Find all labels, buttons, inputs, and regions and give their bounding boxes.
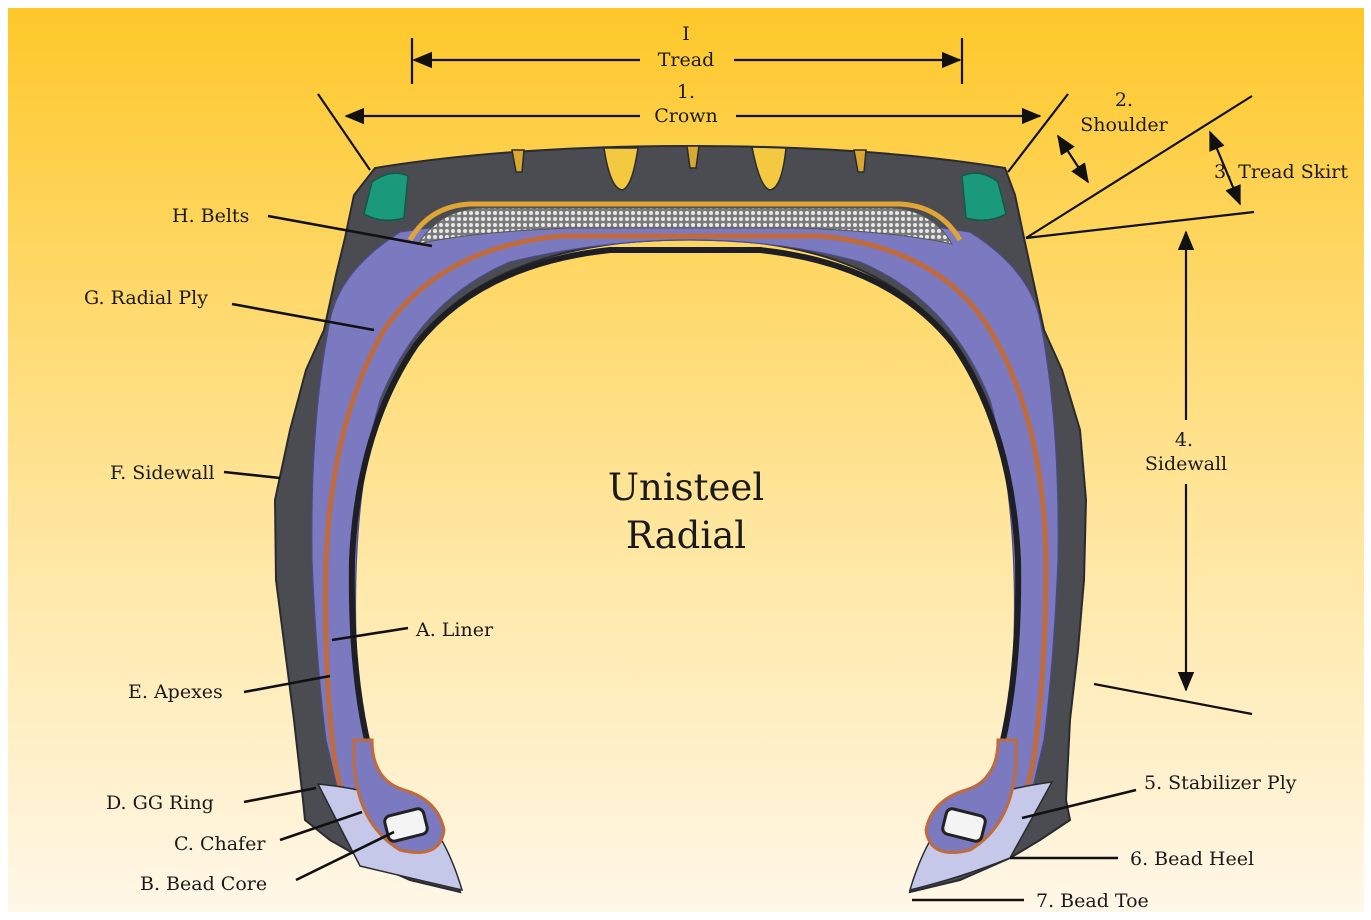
shoulder-label: Shoulder [1080, 114, 1168, 136]
belts-label: H. Belts [172, 205, 249, 227]
liner-label: A. Liner [415, 619, 494, 641]
chafer-label: C. Chafer [174, 833, 266, 855]
bead-toe-label: 7. Bead Toe [1036, 890, 1149, 912]
diagram-title-line1: Unisteel [608, 466, 764, 509]
crown-label: Crown [654, 105, 718, 127]
sidewall-numeral: 4. [1175, 429, 1193, 451]
bead-heel-label: 6. Bead Heel [1130, 848, 1254, 870]
gg-ring-label: D. GG Ring [106, 792, 214, 814]
shoulder-numeral: 2. [1115, 89, 1133, 111]
sidewall-dimension-label: Sidewall [1145, 453, 1227, 475]
sidewall-label: F. Sidewall [110, 462, 215, 484]
stabilizer-ply-label: 5. Stabilizer Ply [1144, 772, 1297, 794]
radial-ply-label: G. Radial Ply [84, 287, 208, 309]
diagram-title-line2: Radial [626, 514, 746, 557]
tread-skirt-label: 3. Tread Skirt [1214, 161, 1348, 183]
bead-core-label: B. Bead Core [140, 873, 267, 895]
tread-label: Tread [658, 49, 715, 71]
apexes-label: E. Apexes [128, 681, 223, 703]
crown-numeral: 1. [677, 81, 695, 103]
tread-numeral: I [682, 23, 690, 45]
